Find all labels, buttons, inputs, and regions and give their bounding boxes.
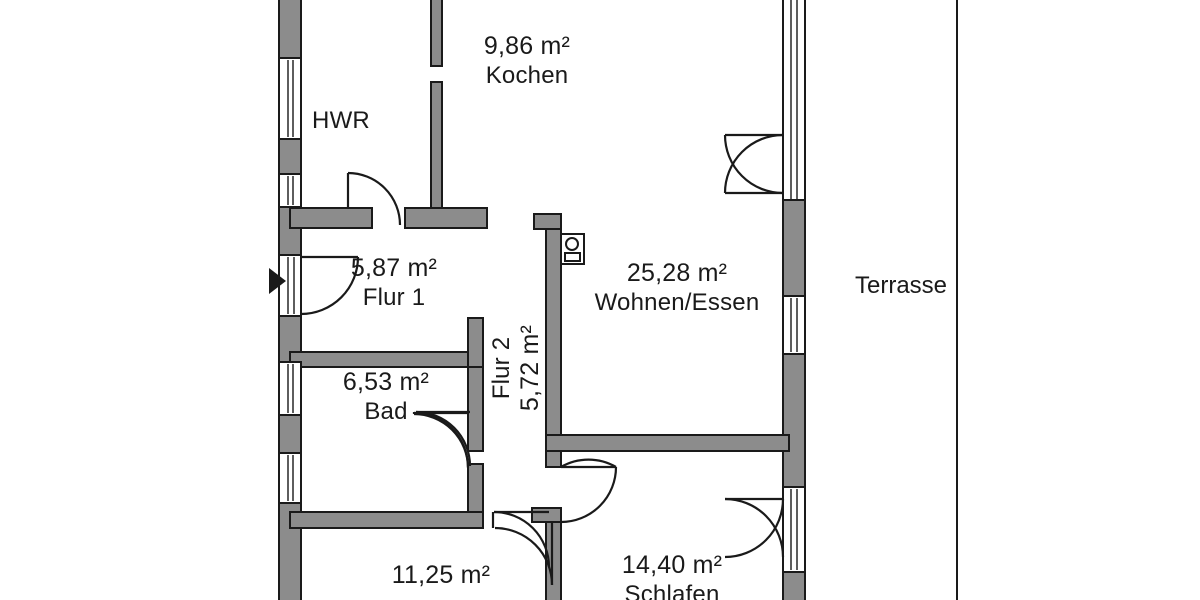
door-hwr (346, 171, 402, 226)
window-right-wohnen (782, 295, 806, 355)
wall-interior-hwr-bottom (289, 207, 373, 229)
window-left-3 (278, 361, 302, 416)
wall-interior-hwr-kochen-upper (430, 0, 443, 67)
door-zimmer-arc (493, 510, 551, 568)
terrasse-label: Terrasse (855, 272, 948, 299)
entry-arrow-icon (269, 268, 286, 294)
wall-interior-kochen-bottom (404, 207, 488, 229)
wall-interior-bad-right-lower (467, 366, 484, 452)
windows-group (278, 0, 806, 573)
wall-interior-bad-right-upper (467, 317, 484, 368)
window-left-2 (278, 173, 302, 208)
wall-interior-flur1-bad (289, 351, 484, 368)
wall-exterior-left-seg1 (278, 0, 302, 59)
door-terrace-kochen-arc (723, 133, 784, 195)
intercom-panel-icon (560, 233, 585, 265)
window-left-4 (278, 452, 302, 504)
window-left-1 (278, 57, 302, 140)
door-entrance-opening (278, 254, 302, 317)
window-right-terrace-top (782, 0, 806, 201)
wall-exterior-right-seg3 (782, 571, 806, 600)
wall-interior-flur2-right (545, 213, 562, 438)
wall-interior-wohnen-bottom (545, 434, 790, 452)
wall-exterior-left-seg5 (278, 414, 302, 454)
wall-exterior-right-seg1 (782, 199, 806, 297)
wall-interior-hwr-kochen-lower (430, 81, 443, 209)
door-zimmer-swing-real (494, 522, 554, 586)
doors-group (300, 133, 785, 568)
wall-exterior-left-seg2 (278, 138, 302, 175)
door-entrance (300, 255, 360, 316)
wall-interior-flur2-top-head (533, 213, 562, 230)
door-wohnen (560, 458, 618, 524)
door-right-schlafen-opening (782, 486, 806, 573)
wall-interior-bad-bottom (289, 511, 484, 529)
door-terrace-schlafen-arc (724, 498, 785, 559)
walls-group (278, 0, 806, 600)
wall-interior-bad-bottom-jamb (467, 463, 484, 513)
wall-exterior-right-seg2 (782, 353, 806, 488)
door-terrace-schlafen (724, 497, 785, 558)
wall-interior-flur2-bottom-stub (531, 507, 562, 523)
wall-interior-flur2-lower-jamb (545, 450, 562, 468)
door-bad-swing (413, 411, 470, 468)
